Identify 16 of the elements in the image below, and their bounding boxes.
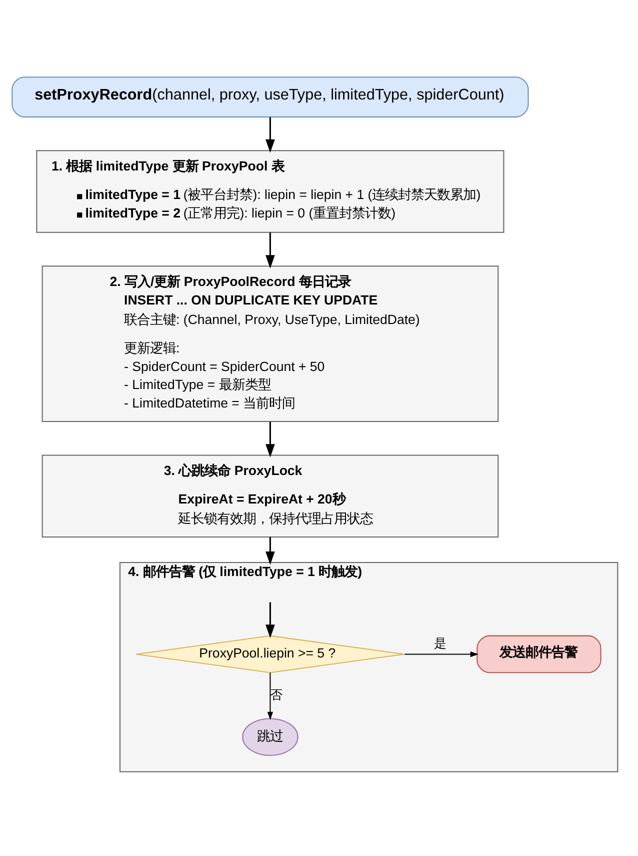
arrow [266,536,275,564]
edge-label: 是 [434,636,446,650]
arrow [404,650,479,657]
arrow [266,232,275,268]
node-diamond: ProxyPool.liepin >= 5 ? [136,634,405,673]
node-box: 1. 根据 limitedType 更新 ProxyPool 表 limitedType = 1 (被平台封禁): liepin = liepin + 1 (连续封禁天数累加) limitedType = 2 (正常用完): liepin = 0 (重置封禁计数) [36,150,504,232]
arrow [267,672,274,720]
node-box: 2. 写入/更新 ProxyPoolRecord 每日记录 INSERT ... ON DUPLICATE KEY UPDATE 联合主键: (Channel, Proxy, UseType, LimitedDate) 更新逻辑: - SpiderCount = SpiderCount + 50 - LimitedType = 最新类型 - LimitedDatetime = 当前时间 [42,265,499,422]
node-box: 发送邮件告警 [476,634,602,673]
arrow [266,602,275,638]
node-box: 3. 心跳续命 ProxyLock ExpireAt = ExpireAt + 20秒 延长锁有效期，保持代理占用状态 [42,454,499,537]
edge-label: 否 [270,687,282,702]
arrow [266,116,275,152]
arrow [266,421,275,457]
node-box: setProxyRecord(channel, proxy, useType, limitedType, spiderCount) [12,76,529,117]
node-ellipse: 跳过 [242,718,298,756]
